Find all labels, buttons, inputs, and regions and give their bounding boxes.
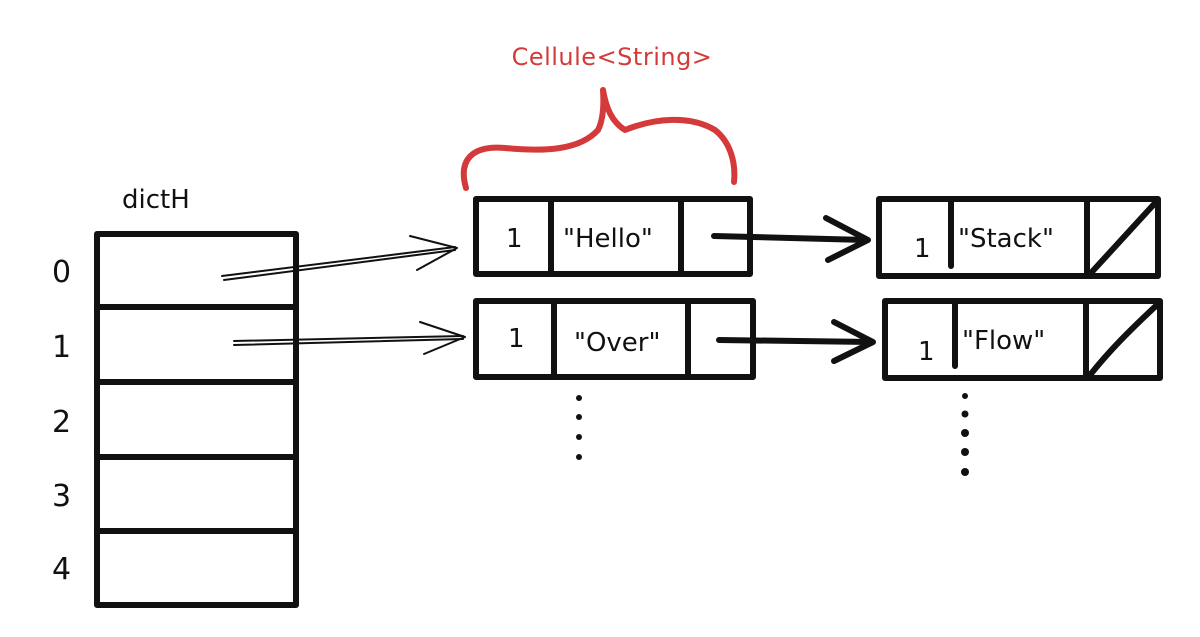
null-pointer-slash xyxy=(1087,301,1161,378)
arrow-slot0-to-hello xyxy=(221,235,458,281)
arrow-over-to-flow xyxy=(716,319,876,364)
cell-flow-count: 1 xyxy=(918,337,935,367)
cell-flow xyxy=(882,298,1163,381)
cell-flow-value: "Flow" xyxy=(962,326,1045,356)
cell-hello-value: "Hello" xyxy=(563,224,653,254)
cell-over-count: 1 xyxy=(508,324,525,354)
cell-stack-count: 1 xyxy=(914,234,931,264)
null-pointer-slash xyxy=(1087,199,1159,277)
array-index-2: 2 xyxy=(52,405,71,440)
array-index-0: 0 xyxy=(52,255,71,290)
cell-stack-value: "Stack" xyxy=(958,224,1054,254)
cell-stack xyxy=(876,196,1161,279)
brace-label: Cellule<String> xyxy=(512,43,713,71)
array-slot-4 xyxy=(94,528,299,608)
array-name: dictH xyxy=(122,185,190,215)
arrow-hello-to-stack xyxy=(711,215,871,263)
array-index-4: 4 xyxy=(52,552,71,587)
ellipsis-column-2 xyxy=(961,393,969,476)
array-index-1: 1 xyxy=(52,330,71,365)
array-dicth xyxy=(94,231,299,608)
array-slot-2 xyxy=(94,379,299,460)
cell-hello-count: 1 xyxy=(506,224,523,254)
array-slot-3 xyxy=(94,454,299,534)
arrow-slot1-to-over xyxy=(233,321,466,355)
ellipsis-column-1 xyxy=(576,395,582,460)
cell-over-value: "Over" xyxy=(574,328,660,358)
curly-brace xyxy=(460,87,738,191)
array-index-3: 3 xyxy=(52,479,71,514)
